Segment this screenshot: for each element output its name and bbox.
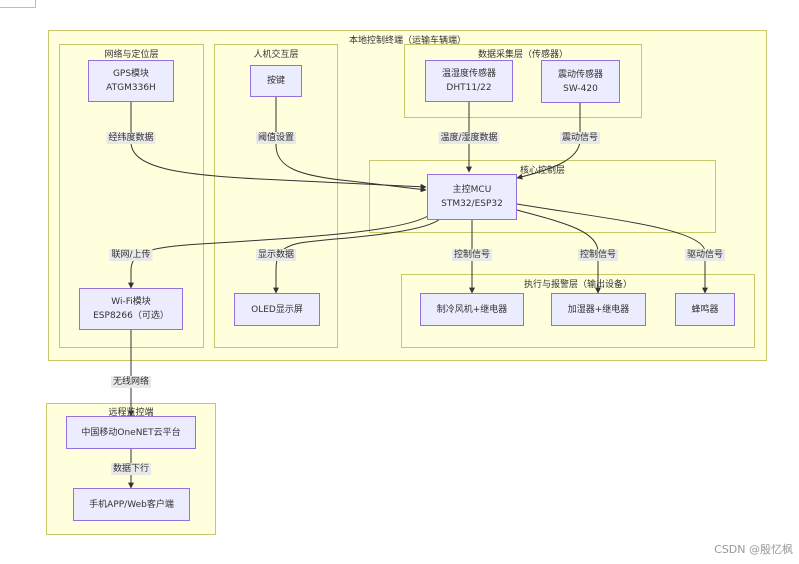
edge-label-key-mcu: 阈值设置 — [255, 132, 297, 144]
buzzer-node: 蜂鸣器 — [675, 293, 735, 326]
edge-label-mcu-oled: 显示数据 — [255, 249, 297, 261]
buzzer-label: 蜂鸣器 — [691, 304, 719, 315]
page-corner-mark — [0, 0, 36, 8]
edge-label-wifi-cloud: 无线网络 — [110, 376, 152, 388]
dht-sensor-name: 温湿度传感器 — [441, 69, 496, 79]
edge-mcu-oled — [273, 218, 441, 294]
gps-module-node: GPS模块 ATGM336H — [88, 60, 174, 102]
mcu-model: STM32/ESP32 — [441, 199, 503, 209]
key-node: 按键 — [250, 65, 302, 97]
group-network-label: 网络与定位层 — [104, 50, 159, 60]
edge-label-sw-mcu: 震动信号 — [559, 132, 601, 144]
vibration-sensor-name: 震动传感器 — [557, 69, 603, 80]
oled-node: OLED显示屏 — [234, 293, 320, 326]
key-label: 按键 — [266, 76, 285, 86]
edge-gps-mcu — [130, 102, 427, 190]
watermark: CSDN @殷忆枫 — [714, 543, 793, 556]
cloud-platform-label: 中国移动OneNET云平台 — [81, 427, 181, 438]
fan-label: 制冷风机+继电器 — [436, 304, 508, 315]
edge-label-mcu-hum: 控制信号 — [577, 249, 619, 261]
fan-node: 制冷风机+继电器 — [420, 293, 524, 326]
group-actuator-label: 执行与报警层（输出设备） — [523, 280, 632, 290]
edge-label-mcu-buzzer: 驱动信号 — [684, 249, 726, 261]
wifi-module-node: Wi-Fi模块 ESP8266（可选） — [79, 288, 183, 330]
group-sensor-label: 数据采集层（传感器） — [477, 50, 568, 60]
gps-module-name: GPS模块 — [112, 69, 150, 79]
group-hmi-label: 人机交互层 — [253, 50, 299, 60]
vibration-sensor-model: SW-420 — [563, 83, 598, 94]
edge-label-mcu-wifi: 联网/上传 — [109, 249, 153, 261]
group-local-terminal-label: 本地控制终端（运输车辆端） — [348, 36, 466, 46]
client-app-node: 手机APP/Web客户端 — [73, 488, 190, 521]
wifi-module-name: Wi-Fi模块 — [111, 297, 151, 307]
edge-key-mcu — [275, 97, 427, 193]
mcu-node: 主控MCU STM32/ESP32 — [427, 174, 517, 220]
gps-module-model: ATGM336H — [106, 83, 156, 93]
dht-sensor-node: 温湿度传感器 DHT11/22 — [425, 60, 513, 102]
cloud-platform-node: 中国移动OneNET云平台 — [66, 416, 196, 449]
wifi-module-model: ESP8266（可选） — [93, 311, 169, 321]
edge-label-gps-mcu: 经纬度数据 — [106, 132, 156, 144]
edge-label-mcu-fan: 控制信号 — [451, 249, 493, 261]
dht-sensor-model: DHT11/22 — [446, 83, 492, 93]
client-app-label: 手机APP/Web客户端 — [89, 499, 174, 510]
edge-label-dht-mcu: 温度/湿度数据 — [438, 132, 500, 144]
mcu-name: 主控MCU — [452, 185, 492, 195]
vibration-sensor-node: 震动传感器 SW-420 — [541, 60, 620, 103]
edge-mcu-buzzer — [516, 203, 708, 294]
humidifier-node: 加湿器+继电器 — [551, 293, 646, 326]
humidifier-label: 加湿器+继电器 — [567, 304, 630, 315]
edge-label-cloud-app: 数据下行 — [110, 463, 152, 475]
oled-label: OLED显示屏 — [251, 304, 303, 315]
